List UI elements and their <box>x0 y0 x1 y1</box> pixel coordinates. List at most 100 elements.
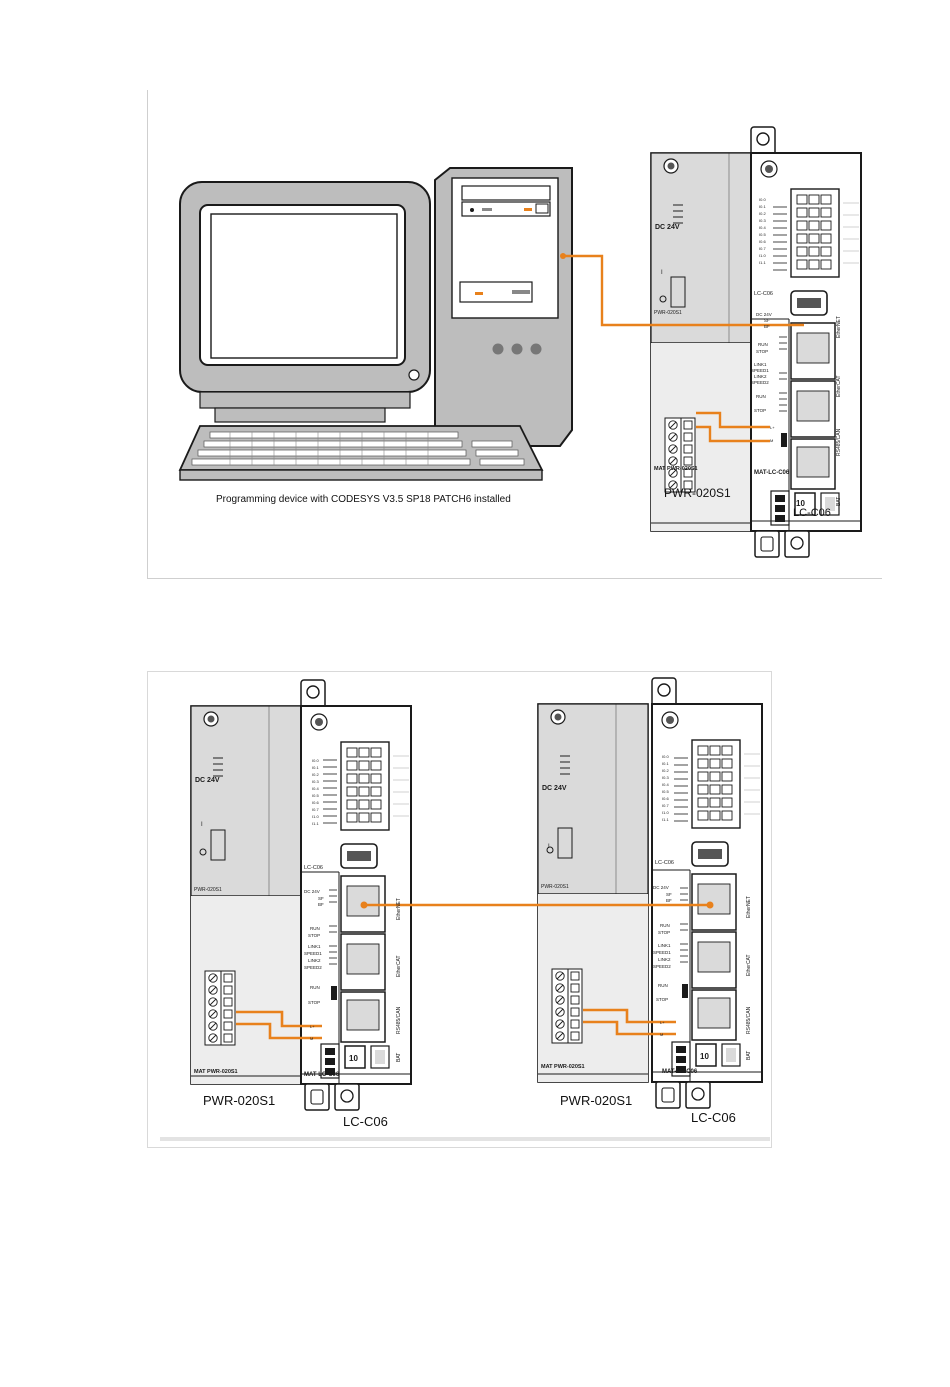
cable-node <box>560 253 566 259</box>
port-ethernet-label: EtherNET <box>746 896 752 918</box>
io-label: I0.6 <box>662 796 669 801</box>
io-label: I0.6 <box>759 239 766 244</box>
programming-device <box>178 167 573 481</box>
port-ethernet-label: EtherNET <box>836 316 842 338</box>
top-cables <box>563 254 804 443</box>
switch-run: RUN <box>756 394 766 399</box>
status-bf: BF <box>666 898 672 903</box>
keyboard <box>178 425 544 481</box>
ethernet-cable-top <box>563 254 804 327</box>
power-wire-m-top <box>696 425 770 443</box>
io-label: I0.5 <box>662 789 669 794</box>
top-psu-module <box>650 152 762 532</box>
switch-run: RUN <box>658 983 668 988</box>
top-controller-label: LC-C06 <box>793 507 831 519</box>
psu-mat-label: MAT PWR-020S1 <box>541 1064 585 1070</box>
io-label: I1.1 <box>759 260 766 265</box>
status-run: RUN <box>660 923 670 928</box>
terminal-lplus: L+ <box>310 1024 315 1029</box>
port-ethercat-label: EtherCAT <box>396 955 402 977</box>
switch-stop: STOP <box>656 997 668 1002</box>
controller-mat-label: MAT-LC-C06 <box>304 1072 340 1078</box>
bottom-left-controller-label: LC-C06 <box>343 1114 388 1129</box>
status-bf: BF <box>764 324 770 329</box>
status-speed2: SPEED2 <box>751 380 769 385</box>
port-rs485-label: RS485/CAN <box>746 1006 752 1034</box>
status-dc24v: DC 24V <box>304 889 320 894</box>
status-run: RUN <box>758 342 768 347</box>
io-labels-top: I0.0 I0.1 I0.2 I0.3 I0.4 I0.5 I0.6 I0.7 … <box>759 197 766 265</box>
status-dc24v: DC 24V <box>756 312 772 317</box>
status-stop: STOP <box>308 933 320 938</box>
power-wire-lplus-right <box>583 1008 676 1024</box>
computer-tower <box>434 167 573 447</box>
status-stop: STOP <box>756 349 768 354</box>
io-label: I0.2 <box>759 211 766 216</box>
power-wire-lplus-left <box>236 1010 322 1028</box>
status-bf: BF <box>318 902 324 907</box>
status-speed2: SPEED2 <box>653 964 671 969</box>
io-label: I0.6 <box>312 800 319 805</box>
port-ethercat-label: EtherCAT <box>836 375 842 397</box>
status-speed2: SPEED2 <box>304 965 322 970</box>
port-ethernet-label: EtherNET <box>396 898 402 920</box>
io-label: I0.3 <box>662 775 669 780</box>
io-labels-bottom-right: I0.0 I0.1 I0.2 I0.3 I0.4 I0.5 I0.6 I0.7 … <box>662 754 669 822</box>
status-sf: SF <box>666 892 672 897</box>
status-speed1: SPEED1 <box>304 951 322 956</box>
psu-switch-label: I <box>201 822 203 828</box>
power-wire-m-right <box>583 1020 676 1036</box>
controller-model-label: LC-C06 <box>655 860 674 866</box>
switch-stop: STOP <box>308 1000 320 1005</box>
io-label: I1.0 <box>312 814 319 819</box>
status-run: RUN <box>310 926 320 931</box>
status-dc24v: DC 24V <box>653 885 669 890</box>
port-rs485-label: RS485/CAN <box>836 428 842 456</box>
terminal-m: M <box>310 1036 313 1041</box>
terminal-lplus: L+ <box>660 1020 665 1025</box>
status-sf: SF <box>764 318 770 323</box>
io-label: I0.0 <box>759 197 766 202</box>
power-wire-m-left <box>236 1022 322 1040</box>
bottom-right-psu-label: PWR-020S1 <box>560 1093 633 1108</box>
bat-label: BAT <box>396 1053 402 1062</box>
controller-model-label: LC-C06 <box>754 291 773 297</box>
psu-mat-label: MAT PWR-020S1 <box>654 466 698 472</box>
terminal-lplus: L+ <box>770 425 775 430</box>
cable-node <box>360 901 368 909</box>
status-speed1: SPEED1 <box>653 950 671 955</box>
io-label: I0.2 <box>312 772 319 777</box>
port-ethercat-label: EtherCAT <box>746 954 752 976</box>
psu-switch-label: I <box>548 844 550 850</box>
bottom-left-controller-module <box>300 679 412 1111</box>
io-label: I0.7 <box>759 246 766 251</box>
controller-mat-label: MAT-LC-C06 <box>754 470 790 476</box>
io-label: I1.0 <box>759 253 766 258</box>
io-label: I1.1 <box>312 821 319 826</box>
io-label: I0.4 <box>759 225 766 230</box>
controller-mat-label: MAT-LC-C06 <box>662 1069 698 1075</box>
io-labels-bottom-left: I0.0 I0.1 I0.2 I0.3 I0.4 I0.5 I0.6 I0.7 … <box>312 758 319 826</box>
port-rs485-label: RS485/CAN <box>396 1006 402 1034</box>
status-stop: STOP <box>658 930 670 935</box>
status-sf: SF <box>318 896 324 901</box>
controller-model-label: LC-C06 <box>304 865 323 871</box>
switch-stop: STOP <box>754 408 766 413</box>
terminal-m: M <box>660 1032 663 1037</box>
io-label: I0.1 <box>759 204 766 209</box>
io-label: I1.1 <box>662 817 669 822</box>
status-speed1: SPEED1 <box>751 368 769 373</box>
bat-label: BAT <box>746 1051 752 1060</box>
top-diagram-panel <box>147 90 882 579</box>
status-link1: LINK1 <box>754 362 767 367</box>
status-link2: LINK2 <box>754 374 767 379</box>
io-label: I0.0 <box>662 754 669 759</box>
io-label: I0.2 <box>662 768 669 773</box>
bottom-cables <box>236 903 710 1040</box>
io-label: I1.0 <box>662 810 669 815</box>
terminal-m: M <box>770 438 773 443</box>
bottom-right-psu-module <box>537 703 649 1083</box>
psu-voltage-label: DC 24V <box>195 777 220 784</box>
psu-switch-label: I <box>661 270 663 276</box>
